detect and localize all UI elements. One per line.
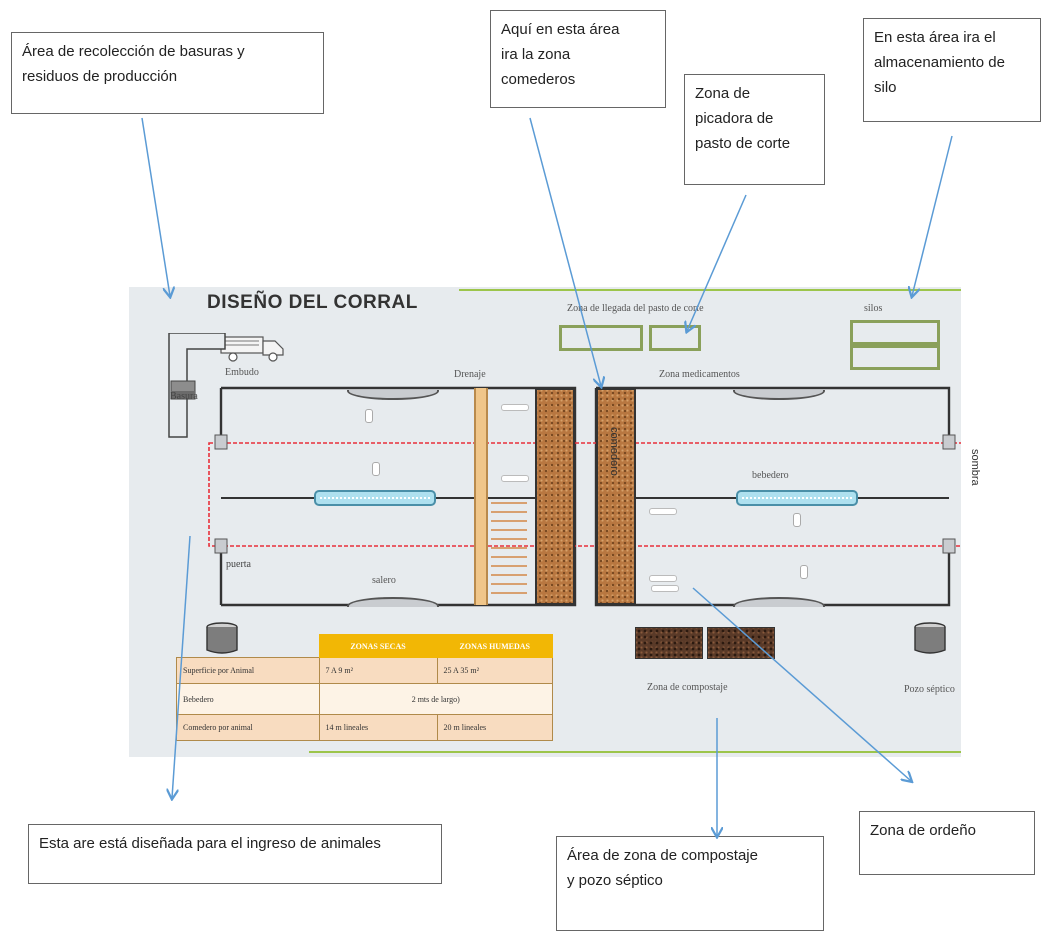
compost-pile-1: [635, 627, 703, 659]
barrel-left: [206, 622, 238, 654]
row-label: Comedero por animal: [176, 714, 320, 741]
silo-box-bottom: [850, 345, 940, 370]
cow: [365, 409, 373, 423]
table-row: Superficie por Animal 7 A 9 m² 25 A 35 m…: [176, 657, 553, 684]
cow: [501, 475, 529, 482]
callout-compostaje-text: Área de zona de compostaje y pozo séptic…: [567, 847, 758, 889]
callout-silo-text: En esta área ira el almacenamiento de si…: [874, 29, 1005, 96]
label-llegada: Zona de llegada del pasto de corte: [567, 303, 704, 314]
comedero-left: [535, 388, 575, 605]
label-salero: salero: [372, 575, 396, 586]
callout-ordeno: Zona de ordeño: [859, 811, 1035, 875]
comedero-right: [596, 388, 636, 605]
callout-basuras: Área de recolección de basuras y residuo…: [11, 32, 324, 114]
cow: [649, 508, 677, 515]
label-puerta: puerta: [226, 559, 251, 570]
compost-pile-2: [707, 627, 775, 659]
cow: [651, 585, 679, 592]
label-medicamentos: Zona medicamentos: [659, 369, 740, 380]
row-cell: 20 m lineales: [436, 714, 553, 741]
cow: [649, 575, 677, 582]
arrow-ordeno: [692, 587, 911, 781]
callout-silo: En esta área ira el almacenamiento de si…: [863, 18, 1041, 122]
callout-ordeno-text: Zona de ordeño: [870, 822, 976, 839]
cow: [501, 404, 529, 411]
cow: [372, 462, 380, 476]
arrow-basuras: [141, 117, 170, 296]
arrow-picadora: [687, 194, 747, 331]
callout-ingreso-text: Esta are está diseñada para el ingreso d…: [39, 835, 381, 852]
pasto-llegada-box: [559, 325, 643, 351]
arrow-ingreso: [172, 535, 191, 798]
zones-table: ZONAS SECAS ZONAS HUMEDAS Superficie por…: [176, 634, 553, 741]
callout-basuras-text: Área de recolección de basuras y residuo…: [22, 43, 245, 85]
corral-plan: DISEÑO DEL CORRAL Zona de llegada del pa…: [129, 287, 981, 757]
label-compostaje: Zona de compostaje: [647, 682, 728, 693]
drenaje-channel: [474, 388, 488, 605]
label-pozo-septico: Pozo séptico: [904, 684, 955, 695]
truck-icon: [220, 336, 284, 362]
row-cell: 2 mts de largo): [318, 683, 553, 715]
callout-compostaje: Área de zona de compostaje y pozo séptic…: [556, 836, 824, 931]
callout-comederos: Aquí en esta área ira la zona comederos: [490, 10, 666, 108]
bebedero-left: [314, 490, 436, 506]
label-drenaje: Drenaje: [454, 369, 486, 380]
top-green-line: [459, 289, 961, 291]
arrow-silo: [912, 135, 953, 296]
callout-ingreso: Esta are está diseñada para el ingreso d…: [28, 824, 442, 884]
row-label: Superficie por Animal: [176, 657, 320, 684]
row-cell: 14 m lineales: [318, 714, 438, 741]
plan-title: DISEÑO DEL CORRAL: [207, 292, 418, 313]
callout-comederos-text: Aquí en esta área ira la zona comederos: [501, 21, 620, 88]
cow: [800, 565, 808, 579]
bebedero-right: [736, 490, 858, 506]
callout-picadora-text: Zona de picadora de pasto de corte: [695, 85, 791, 152]
embudo-structure: [168, 333, 226, 438]
barrel-pozo-septico: [914, 622, 946, 654]
cow: [793, 513, 801, 527]
drenaje-pipes: [491, 502, 527, 597]
callout-picadora: Zona de picadora de pasto de corte: [684, 74, 825, 185]
table-row: Comedero por animal 14 m lineales 20 m l…: [176, 714, 553, 741]
label-embudo: Embudo: [225, 367, 259, 378]
label-silos: silos: [864, 303, 883, 314]
silo-box-top: [850, 320, 940, 345]
arrow-comederos: [529, 117, 601, 386]
label-basura: Basura: [170, 391, 198, 402]
label-bebedero: bebedero: [752, 470, 789, 481]
bottom-green-line: [309, 751, 961, 753]
